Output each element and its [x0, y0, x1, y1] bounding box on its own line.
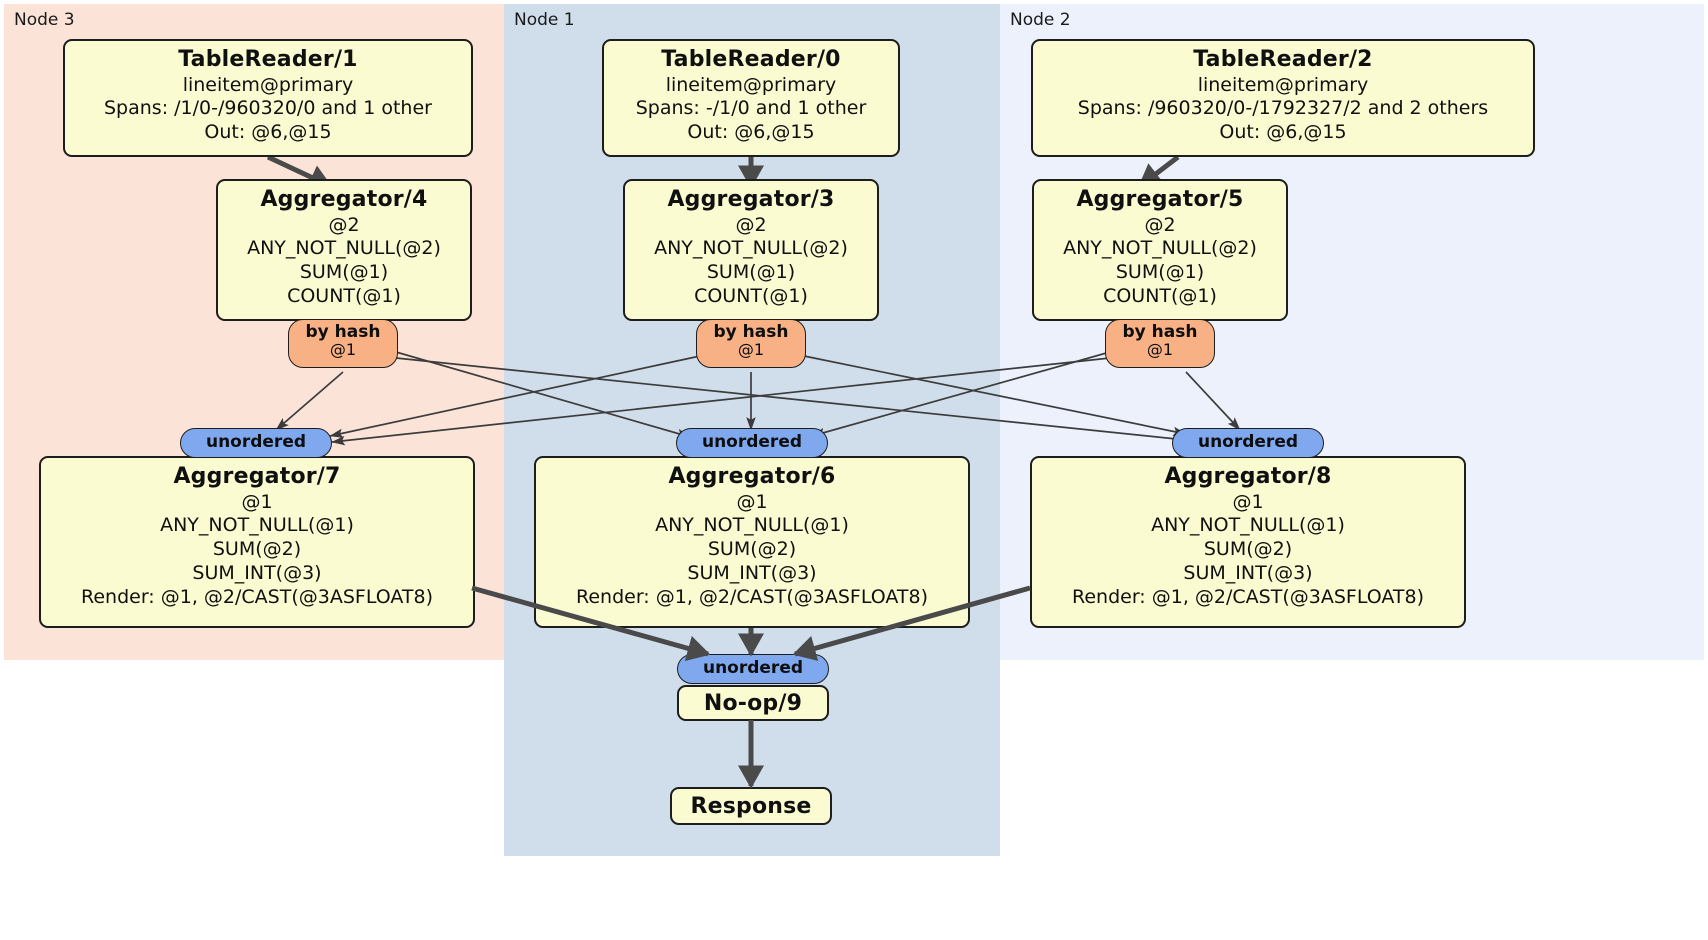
processor-line: Spans: -/1/0 and 1 other	[635, 97, 867, 120]
processor-line: SUM_INT(@3)	[1183, 562, 1313, 585]
node-region-label-node3: Node 3	[14, 10, 75, 30]
processor-title: Aggregator/5	[1076, 187, 1244, 212]
processor-line: Spans: /960320/0-/1792327/2 and 2 others	[1077, 97, 1489, 120]
processor-line: Spans: /1/0-/960320/0 and 1 other	[104, 97, 432, 120]
hash-router-label: by hash	[713, 322, 789, 342]
processor-line: lineitem@primary	[665, 73, 837, 96]
processor-line: Out: @6,@15	[687, 121, 815, 144]
synchronizer-label: unordered	[701, 432, 803, 452]
processor-title: Aggregator/4	[260, 187, 428, 212]
hash-router-label: by hash	[305, 322, 381, 342]
synchronizer-label: unordered	[702, 658, 804, 678]
hash-router-sub: @1	[1146, 340, 1174, 360]
synchronizer-right[interactable]: unordered	[1172, 428, 1324, 458]
processor-aggregator-7[interactable]: Aggregator/7 @1 ANY_NOT_NULL(@1) SUM(@2)…	[39, 456, 475, 628]
synchronizer-left[interactable]: unordered	[180, 428, 332, 458]
processor-line: Render: @1, @2/CAST(@3ASFLOAT8)	[576, 586, 928, 609]
processor-title: Aggregator/8	[1164, 464, 1332, 489]
processor-line: ANY_NOT_NULL(@1)	[160, 514, 354, 537]
hash-router-left[interactable]: by hash @1	[288, 319, 398, 368]
synchronizer-label: unordered	[1197, 432, 1299, 452]
processor-line: SUM(@2)	[212, 538, 302, 561]
processor-line: ANY_NOT_NULL(@2)	[1063, 237, 1257, 260]
processor-line: ANY_NOT_NULL(@2)	[654, 237, 848, 260]
processor-line: @1	[1232, 490, 1264, 513]
processor-noop-9[interactable]: No-op/9	[677, 685, 829, 721]
processor-title: TableReader/2	[1193, 47, 1373, 72]
synchronizer-label: unordered	[205, 432, 307, 452]
processor-aggregator-3[interactable]: Aggregator/3 @2 ANY_NOT_NULL(@2) SUM(@1)…	[623, 179, 879, 321]
processor-line: SUM_INT(@3)	[687, 562, 817, 585]
processor-title: TableReader/0	[661, 47, 841, 72]
synchronizer-final[interactable]: unordered	[677, 654, 829, 684]
processor-title: Aggregator/3	[667, 187, 835, 212]
processor-aggregator-4[interactable]: Aggregator/4 @2 ANY_NOT_NULL(@2) SUM(@1)…	[216, 179, 472, 321]
processor-line: COUNT(@1)	[287, 285, 401, 308]
hash-router-right[interactable]: by hash @1	[1105, 319, 1215, 368]
processor-line: Out: @6,@15	[1219, 121, 1347, 144]
processor-title: Aggregator/7	[173, 464, 341, 489]
node-region-label-node1: Node 1	[514, 10, 575, 30]
processor-aggregator-8[interactable]: Aggregator/8 @1 ANY_NOT_NULL(@1) SUM(@2)…	[1030, 456, 1466, 628]
processor-line: @2	[735, 213, 767, 236]
processor-line: Render: @1, @2/CAST(@3ASFLOAT8)	[81, 586, 433, 609]
processor-line: SUM(@2)	[1203, 538, 1293, 561]
processor-aggregator-5[interactable]: Aggregator/5 @2 ANY_NOT_NULL(@2) SUM(@1)…	[1032, 179, 1288, 321]
processor-response[interactable]: Response	[670, 787, 832, 825]
synchronizer-center[interactable]: unordered	[676, 428, 828, 458]
processor-line: SUM(@1)	[299, 261, 389, 284]
processor-line: Out: @6,@15	[204, 121, 332, 144]
processor-line: COUNT(@1)	[1103, 285, 1217, 308]
hash-router-sub: @1	[329, 340, 357, 360]
processor-title: Response	[690, 794, 812, 819]
processor-line: SUM(@2)	[707, 538, 797, 561]
processor-line: @2	[328, 213, 360, 236]
processor-line: Render: @1, @2/CAST(@3ASFLOAT8)	[1072, 586, 1424, 609]
processor-line: @1	[736, 490, 768, 513]
processor-title: TableReader/1	[178, 47, 358, 72]
processor-line: COUNT(@1)	[694, 285, 808, 308]
processor-line: @1	[241, 490, 273, 513]
processor-line: @2	[1144, 213, 1176, 236]
processor-line: ANY_NOT_NULL(@2)	[247, 237, 441, 260]
processor-line: SUM_INT(@3)	[192, 562, 322, 585]
node-region-label-node2: Node 2	[1010, 10, 1071, 30]
hash-router-center[interactable]: by hash @1	[696, 319, 806, 368]
processor-table-reader-1[interactable]: TableReader/1 lineitem@primary Spans: /1…	[63, 39, 473, 157]
processor-line: SUM(@1)	[706, 261, 796, 284]
processor-line: lineitem@primary	[1197, 73, 1369, 96]
processor-line: ANY_NOT_NULL(@1)	[655, 514, 849, 537]
processor-title: Aggregator/6	[668, 464, 836, 489]
processor-aggregator-6[interactable]: Aggregator/6 @1 ANY_NOT_NULL(@1) SUM(@2)…	[534, 456, 970, 628]
processor-table-reader-0[interactable]: TableReader/0 lineitem@primary Spans: -/…	[602, 39, 900, 157]
processor-title: No-op/9	[703, 691, 803, 716]
hash-router-label: by hash	[1122, 322, 1198, 342]
processor-line: lineitem@primary	[182, 73, 354, 96]
processor-table-reader-2[interactable]: TableReader/2 lineitem@primary Spans: /9…	[1031, 39, 1535, 157]
processor-line: SUM(@1)	[1115, 261, 1205, 284]
hash-router-sub: @1	[737, 340, 765, 360]
processor-line: ANY_NOT_NULL(@1)	[1151, 514, 1345, 537]
